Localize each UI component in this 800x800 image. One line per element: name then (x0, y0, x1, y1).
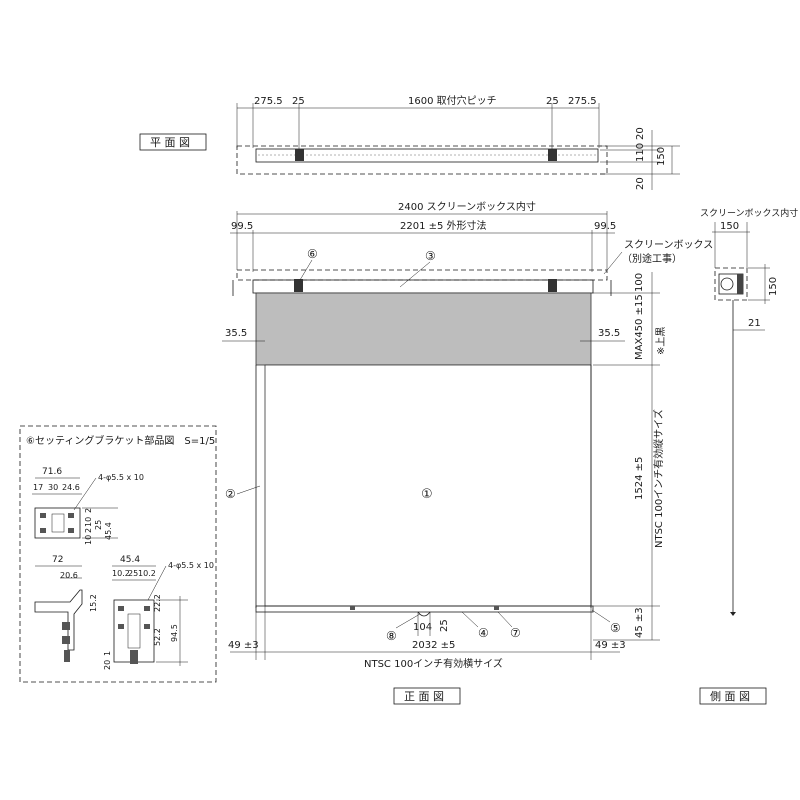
bottom-ntsc-width-label: NTSC 100インチ有効横サイズ (364, 657, 503, 670)
bracket-top-width: 71.6 (42, 467, 62, 477)
bracket-sub-25b: 25 (128, 569, 138, 578)
bracket-dim-22: 22.2 (153, 594, 162, 612)
side-view-title: 側 面 図 (710, 690, 750, 703)
outer-right-dim: 99.5 (594, 221, 616, 232)
plan-dim-20-top: 20 (635, 127, 646, 140)
bracket-dim-15: 15.2 (89, 594, 98, 612)
screen-box-note: （別途工事） (622, 252, 682, 265)
callout-8: ⑧ (386, 629, 397, 643)
plan-dim-110: 110 (635, 143, 646, 162)
bracket-hole-label-2: 4-φ5.5 x 10 (168, 561, 214, 570)
bracket-width-72: 72 (52, 555, 63, 565)
dim-top-black-note: ※上黒 (655, 327, 667, 355)
plan-dim-275-left: 275.5 (254, 96, 283, 107)
bracket-title: ⑥セッティングブラケット部品図 S=1/5 (26, 434, 215, 447)
bottom-right-dim: 49 ±3 (595, 640, 626, 651)
plan-dim-150: 150 (656, 147, 667, 166)
bottom-center-dim: 2032 ±5 (412, 640, 455, 651)
bracket-inner-20: 20.6 (60, 571, 78, 580)
side-right-dim: 150 (768, 277, 779, 296)
bracket-sub-10a: 10.2 (112, 569, 130, 578)
box-inner-dim: 2400 スクリーンボックス内寸 (398, 200, 536, 213)
dim-25: 25 (439, 619, 450, 632)
bracket-side-2b: 2 (84, 508, 93, 513)
plan-dim-25-left: 25 (292, 96, 305, 107)
bracket-dim-52: 52.2 (153, 628, 162, 646)
bracket-dim-20: 20 (103, 660, 112, 670)
side-top-label: スクリーンボックス内寸 (700, 207, 798, 219)
dim-1524: 1524 ±5 (634, 457, 645, 500)
dim-max450: MAX450 ±15 (634, 294, 645, 360)
bracket-sub-24: 24.6 (62, 483, 80, 492)
bracket-sub-17: 17 (33, 483, 43, 492)
callout-7: ⑦ (510, 626, 521, 640)
front-view-title: 正 面 図 (404, 690, 444, 703)
bracket-hole-label-1: 4-φ5.5 x 10 (98, 473, 144, 482)
front-view: 2400 スクリーンボックス内寸 99.5 2201 ±5 外形寸法 99.5 … (222, 200, 713, 705)
bottom-left-dim: 49 ±3 (228, 640, 259, 651)
bracket-side-2a: 2 (84, 528, 93, 533)
bracket-side-25: 25 (94, 520, 103, 530)
callout-1: ① (421, 487, 433, 502)
outer-left-dim: 99.5 (231, 221, 253, 232)
screen-box-label: スクリーンボックス (624, 239, 713, 251)
outer-center-dim: 2201 ±5 外形寸法 (400, 219, 487, 232)
dim-104: 104 (413, 622, 432, 633)
bracket-side-45: 45.4 (104, 522, 113, 540)
side-offset-dim: 21 (748, 318, 761, 329)
dim-45: 45 ±3 (634, 607, 645, 638)
bracket-width-45: 45.4 (120, 555, 140, 565)
bracket-detail: ⑥セッティングブラケット部品図 S=1/5 71.6 17 30 24.6 4-… (19, 425, 217, 683)
dim-ntsc-height-label: NTSC 100インチ有効縦サイズ (652, 409, 665, 548)
black-right-dim: 35.5 (598, 328, 620, 339)
plan-view: 275.5 25 1600 取付穴ピッチ 25 275.5 20 110 150… (139, 94, 680, 190)
callout-6: ⑥ (307, 247, 318, 261)
side-view: スクリーンボックス内寸 150 150 21 側 面 図 (699, 207, 798, 705)
callout-2: ② (225, 487, 236, 501)
bracket-dim-1: 1 (103, 651, 112, 656)
plan-dim-275-right: 275.5 (568, 96, 597, 107)
callout-3: ③ (425, 249, 436, 263)
bracket-side-10b: 10 (84, 517, 93, 527)
callout-5: ⑤ (610, 621, 621, 635)
plan-dim-25-right: 25 (546, 96, 559, 107)
bracket-dim-94: 94.5 (170, 624, 179, 642)
bracket-sub-30: 30 (48, 483, 58, 492)
bracket-side-10a: 10 (84, 535, 93, 545)
bracket-sub-10b: 10.2 (138, 569, 156, 578)
plan-dim-1600: 1600 取付穴ピッチ (408, 94, 497, 107)
side-top-dim: 150 (720, 221, 739, 232)
dim-100: 100 (634, 273, 645, 292)
plan-dim-20-bottom: 20 (635, 177, 646, 190)
callout-4: ④ (478, 626, 489, 640)
black-left-dim: 35.5 (225, 328, 247, 339)
plan-view-title: 平 面 図 (150, 136, 190, 149)
